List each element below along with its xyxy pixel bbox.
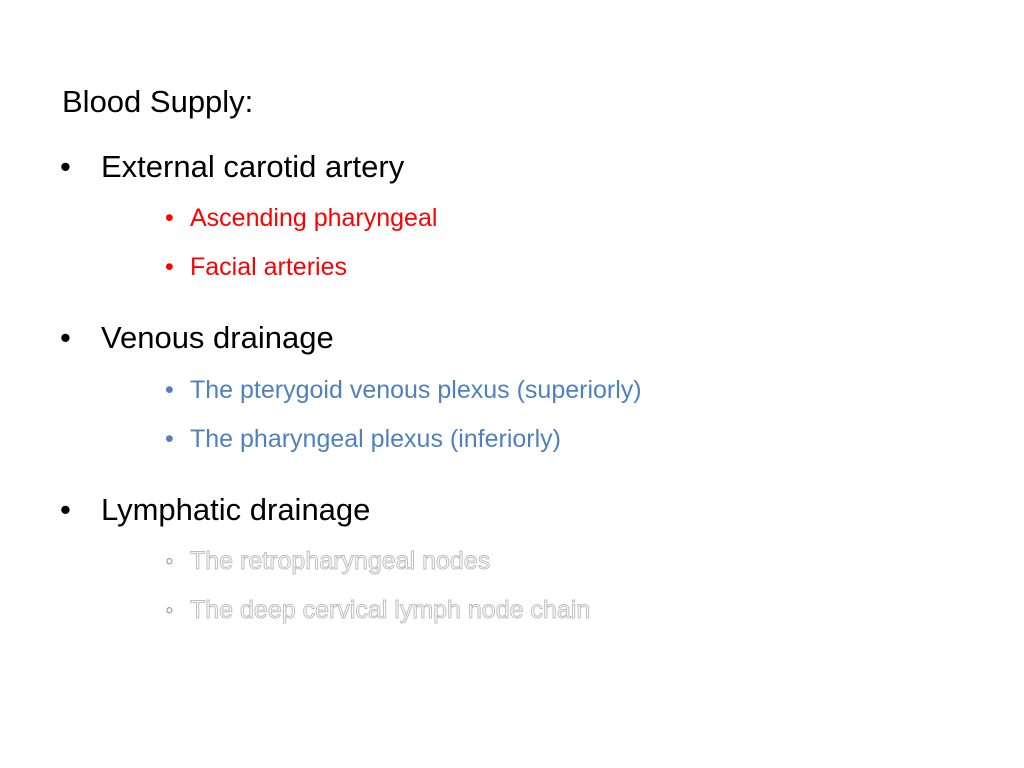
list-item-text: The retropharyngeal nodes xyxy=(189,547,491,576)
section-title: Venous drainage xyxy=(101,320,334,355)
bullet-icon: • xyxy=(165,253,174,281)
hollow-bullet-icon: ◦ xyxy=(165,547,174,575)
list-item-text: The deep cervical lymph node chain xyxy=(189,596,591,625)
bullet-icon: • xyxy=(165,204,174,232)
bullet-icon: • xyxy=(60,149,71,184)
slide-heading: Blood Supply: xyxy=(62,84,254,119)
list-item-text: Facial arteries xyxy=(190,253,347,281)
section-title: External carotid artery xyxy=(101,149,405,184)
hollow-bullet-icon: ◦ xyxy=(165,596,174,624)
list-item-text: The pterygoid venous plexus (superiorly) xyxy=(190,376,642,404)
list-item-text: Ascending pharyngeal xyxy=(190,204,438,232)
list-item-text: The pharyngeal plexus (inferiorly) xyxy=(190,425,562,453)
bullet-icon: • xyxy=(60,492,71,527)
bullet-icon: • xyxy=(165,425,174,453)
bullet-icon: • xyxy=(60,320,71,355)
bullet-icon: • xyxy=(165,376,174,404)
section-title: Lymphatic drainage xyxy=(101,492,371,527)
